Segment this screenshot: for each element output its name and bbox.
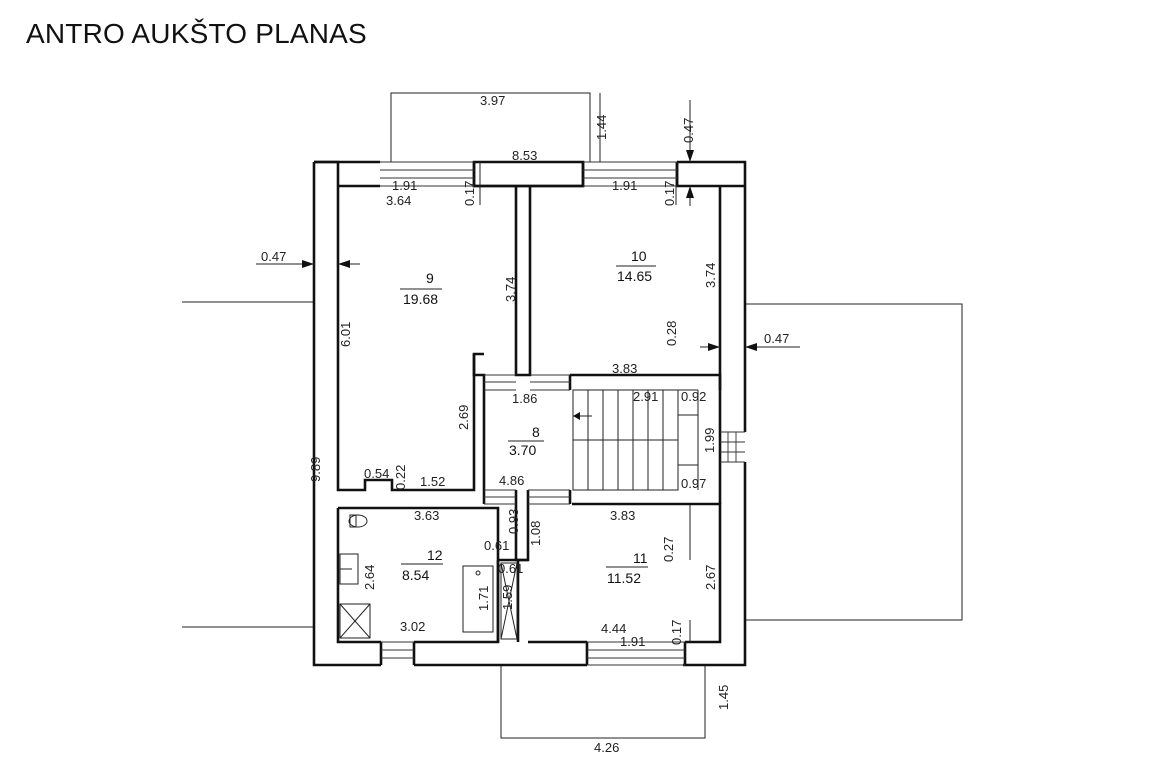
dimension-label: 0.93 bbox=[506, 509, 521, 534]
dimension-label: 0.17 bbox=[662, 181, 677, 206]
dimension-label: 4.86 bbox=[499, 473, 524, 488]
terrace-outlines bbox=[182, 92, 963, 739]
dimension-label: 6.01 bbox=[338, 322, 353, 347]
room-area: 3.70 bbox=[509, 442, 536, 458]
dimension-label: 1.86 bbox=[512, 391, 537, 406]
dimension-label: 3.83 bbox=[612, 361, 637, 376]
dimension-label: 0.47 bbox=[764, 331, 789, 346]
dimension-label: 1.71 bbox=[476, 586, 491, 611]
room-area: 14.65 bbox=[617, 268, 652, 284]
dimension-label: 0.22 bbox=[393, 465, 408, 490]
room-number: 12 bbox=[427, 547, 443, 563]
dimension-label: 1.91 bbox=[392, 178, 417, 193]
dimension-label: 3.74 bbox=[703, 263, 718, 288]
room-area: 11.52 bbox=[607, 570, 641, 586]
dimension-label: 2.64 bbox=[362, 565, 377, 590]
page-title: ANTRO AUKŠTO PLANAS bbox=[26, 18, 367, 49]
dimension-label: 1.91 bbox=[620, 634, 645, 649]
dimension-label: 8.53 bbox=[512, 148, 537, 163]
dimension-label: 4.44 bbox=[601, 621, 626, 636]
dimension-label: 1.08 bbox=[528, 521, 543, 546]
staircase bbox=[572, 389, 699, 491]
dimension-label: 3.97 bbox=[480, 93, 505, 108]
dimension-label: 0.97 bbox=[681, 476, 706, 491]
room-number: 11 bbox=[633, 550, 648, 566]
room-number: 9 bbox=[426, 270, 434, 286]
room-number: 8 bbox=[532, 424, 540, 440]
dimension-label: 3.83 bbox=[610, 508, 635, 523]
dimension-label: 1.52 bbox=[420, 474, 445, 489]
dimension-label: 0.17 bbox=[462, 181, 477, 206]
interior-walls bbox=[472, 184, 745, 642]
bathroom-fixtures bbox=[339, 514, 518, 640]
dimension-label: 3.63 bbox=[414, 508, 439, 523]
dimension-label: 0.27 bbox=[661, 537, 676, 562]
dimension-label: 3.02 bbox=[400, 619, 425, 634]
dimension-label: 1.99 bbox=[702, 428, 717, 453]
dimension-label: 0.54 bbox=[364, 466, 389, 481]
dimension-label: 0.92 bbox=[681, 389, 706, 404]
dimension-label: 2.67 bbox=[703, 565, 718, 590]
dimension-label: 1.44 bbox=[594, 115, 609, 140]
room-area: 8.54 bbox=[402, 567, 429, 583]
room-labels: 9 19.68 10 14.65 8 3.70 12 8.54 11 11.52 bbox=[400, 248, 656, 586]
dimension-label: 2.69 bbox=[456, 405, 471, 430]
dimension-label: 0.47 bbox=[681, 118, 696, 143]
dimension-label: 9.89 bbox=[308, 457, 323, 482]
dimension-label: 1.59 bbox=[500, 585, 515, 610]
room-area: 19.68 bbox=[403, 291, 438, 307]
windows bbox=[380, 161, 745, 666]
dimension-label: 0.17 bbox=[669, 620, 684, 645]
dimension-label: 4.26 bbox=[594, 740, 619, 755]
dimension-label: 0.47 bbox=[261, 249, 286, 264]
dimension-label: 0.61 bbox=[498, 561, 523, 576]
dimension-lines bbox=[256, 93, 800, 642]
room-number: 10 bbox=[631, 248, 647, 264]
dimension-label: 2.91 bbox=[633, 389, 658, 404]
dimension-label: 3.74 bbox=[503, 277, 518, 302]
dimension-label: 3.64 bbox=[386, 193, 411, 208]
dimension-label: 0.61 bbox=[484, 538, 509, 553]
dimension-label: 1.45 bbox=[716, 685, 731, 710]
dimension-label: 1.91 bbox=[612, 178, 637, 193]
dimension-label: 0.28 bbox=[664, 321, 679, 346]
dimension-labels: 3.97 1.44 0.47 8.53 1.91 3.64 0.17 1.91 … bbox=[261, 93, 789, 755]
